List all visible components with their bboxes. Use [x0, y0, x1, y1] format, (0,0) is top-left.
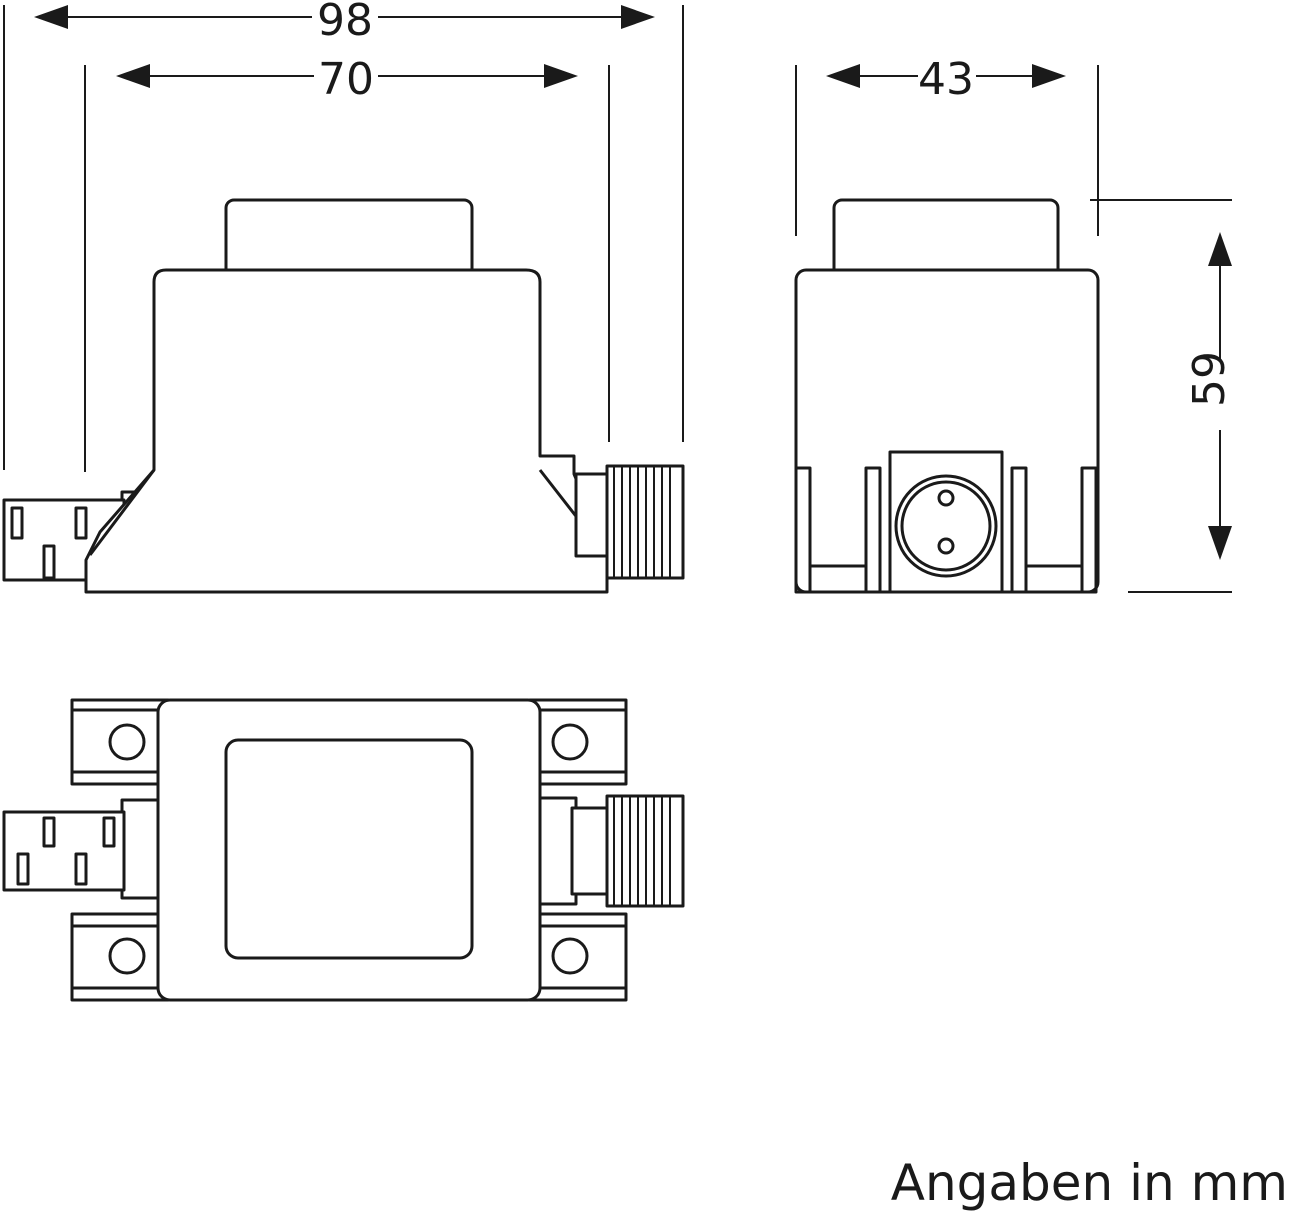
top-lid — [224, 198, 474, 282]
socket-pin-hole — [937, 537, 955, 555]
arrow-left-icon — [116, 64, 150, 88]
dimension-label-98: 98 — [317, 0, 373, 46]
plug-pin-slot — [10, 506, 24, 540]
plug-pin-slot — [74, 852, 88, 886]
dimension-label-43: 43 — [918, 54, 974, 105]
dimension-width: 43 — [795, 54, 1099, 236]
mount-hole-icon — [551, 937, 589, 975]
dimension-body-length: 70 — [84, 54, 610, 472]
plug-pin-slot — [74, 506, 88, 540]
socket-inner-ring — [900, 480, 992, 572]
top-connector-sleeve — [570, 806, 612, 896]
top-plug-collar — [120, 798, 164, 900]
side-foot-outer-right — [1080, 466, 1098, 594]
dimension-label-59: 59 — [1184, 351, 1235, 407]
mount-hole-icon — [551, 723, 589, 761]
right-threaded-connector — [574, 464, 685, 580]
socket-outer-ring — [894, 474, 998, 578]
socket-pin-hole — [937, 489, 955, 507]
arrow-down-icon — [1208, 526, 1232, 560]
plug-pin-slot — [42, 816, 56, 848]
dimension-label-70: 70 — [318, 54, 374, 105]
dimension-overall-length: 98 — [3, 0, 684, 470]
side-foot-inner-left — [864, 466, 882, 594]
dimension-height: 59 — [1090, 199, 1235, 593]
arrow-right-icon — [1032, 64, 1066, 88]
front-view — [2, 198, 685, 594]
top-view — [2, 698, 685, 1002]
main-housing — [84, 268, 609, 594]
arrow-up-icon — [1208, 232, 1232, 266]
connector-neck — [574, 472, 610, 558]
top-lid — [224, 738, 474, 960]
top-plug-housing — [2, 810, 126, 892]
housing-slope-left — [88, 469, 156, 556]
plug-pin-slot — [16, 852, 30, 886]
side-foot-outer-left — [794, 466, 812, 594]
side-foot-inner-right — [1010, 466, 1028, 594]
units-caption: Angaben in mm — [891, 1154, 1288, 1212]
arrow-right-icon — [544, 64, 578, 88]
mount-hole-icon — [108, 723, 146, 761]
plug-pin-slot — [42, 544, 56, 580]
side-top-lid — [832, 198, 1060, 282]
side-view — [794, 198, 1100, 594]
arrow-left-icon — [34, 5, 68, 29]
mount-hole-icon — [108, 937, 146, 975]
top-connector-neck — [534, 796, 578, 906]
arrow-left-icon — [826, 64, 860, 88]
plug-pin-slot — [102, 816, 116, 848]
arrow-right-icon — [621, 5, 655, 29]
